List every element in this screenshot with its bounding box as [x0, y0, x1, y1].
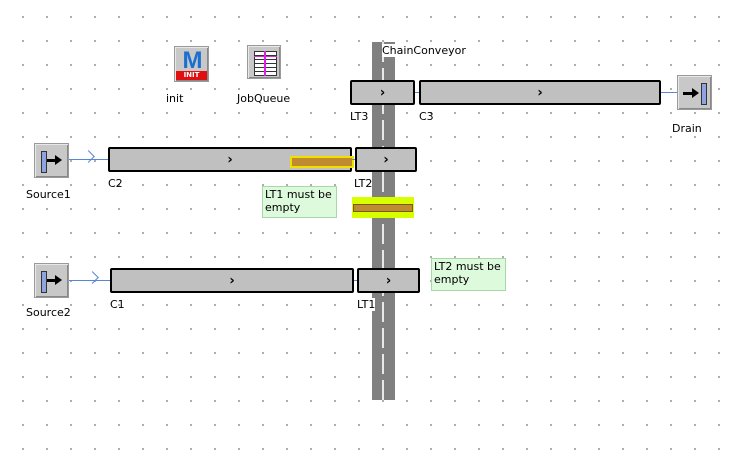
c3-label: C3 — [419, 110, 434, 123]
part-on-c2[interactable] — [290, 156, 354, 168]
direction-arrow-icon: › — [537, 85, 543, 100]
table-icon — [247, 45, 281, 79]
lt3-label: LT3 — [350, 110, 369, 123]
init-badge: INIT — [176, 71, 207, 80]
chain-conveyor-label: ChainConveyor — [382, 44, 466, 57]
lt1-note-text: LT1 must be empty — [265, 188, 332, 214]
direction-arrow-icon: › — [379, 85, 386, 100]
lt1-conveyor[interactable]: › — [357, 268, 420, 293]
source-icon — [41, 151, 65, 173]
connector-c2-lt2 — [352, 159, 356, 160]
method-init-icon: M INIT — [174, 46, 209, 82]
c1-conveyor[interactable]: › — [110, 268, 354, 293]
source1[interactable] — [34, 143, 69, 178]
c1-label: C1 — [110, 298, 125, 311]
connector-source2-c1 — [69, 280, 111, 281]
lt1-note[interactable]: LT1 must be empty — [262, 186, 337, 218]
c2-conveyor[interactable]: › — [108, 147, 354, 172]
init-label: init — [166, 92, 184, 105]
drain-icon — [683, 83, 707, 105]
lt2-note-text: LT2 must be empty — [434, 260, 501, 286]
source2[interactable] — [34, 263, 69, 298]
connector-source1-c2 — [69, 159, 109, 160]
lt1-label: LT1 — [357, 298, 376, 311]
direction-arrow-icon: › — [385, 273, 392, 288]
direction-arrow-icon: › — [383, 152, 389, 167]
c3-conveyor[interactable]: › — [419, 80, 661, 105]
lt2-label: LT2 — [354, 177, 373, 190]
jobqueue-table[interactable] — [247, 45, 281, 79]
part-on-chain-conveyor[interactable] — [352, 197, 414, 218]
drain[interactable] — [677, 75, 712, 110]
init-method[interactable]: M INIT — [174, 46, 209, 82]
lt2-conveyor[interactable]: › — [355, 147, 417, 172]
direction-arrow-icon: › — [229, 273, 235, 288]
drain-label: Drain — [672, 122, 702, 135]
source-icon — [41, 271, 65, 293]
direction-arrow-icon: › — [227, 152, 233, 167]
c2-label: C2 — [108, 177, 123, 190]
connector-c1-lt1 — [354, 280, 358, 281]
jobqueue-label: JobQueue — [237, 92, 291, 105]
connector-c3-drain — [661, 92, 677, 93]
lt2-note[interactable]: LT2 must be empty — [431, 258, 506, 291]
chain-conveyor-divider — [382, 42, 384, 400]
lt3-conveyor[interactable]: › — [350, 80, 415, 105]
connector-lt3-c3 — [415, 92, 420, 93]
source2-label: Source2 — [26, 306, 71, 319]
source1-label: Source1 — [26, 188, 71, 201]
chain-conveyor-track[interactable] — [372, 42, 395, 400]
